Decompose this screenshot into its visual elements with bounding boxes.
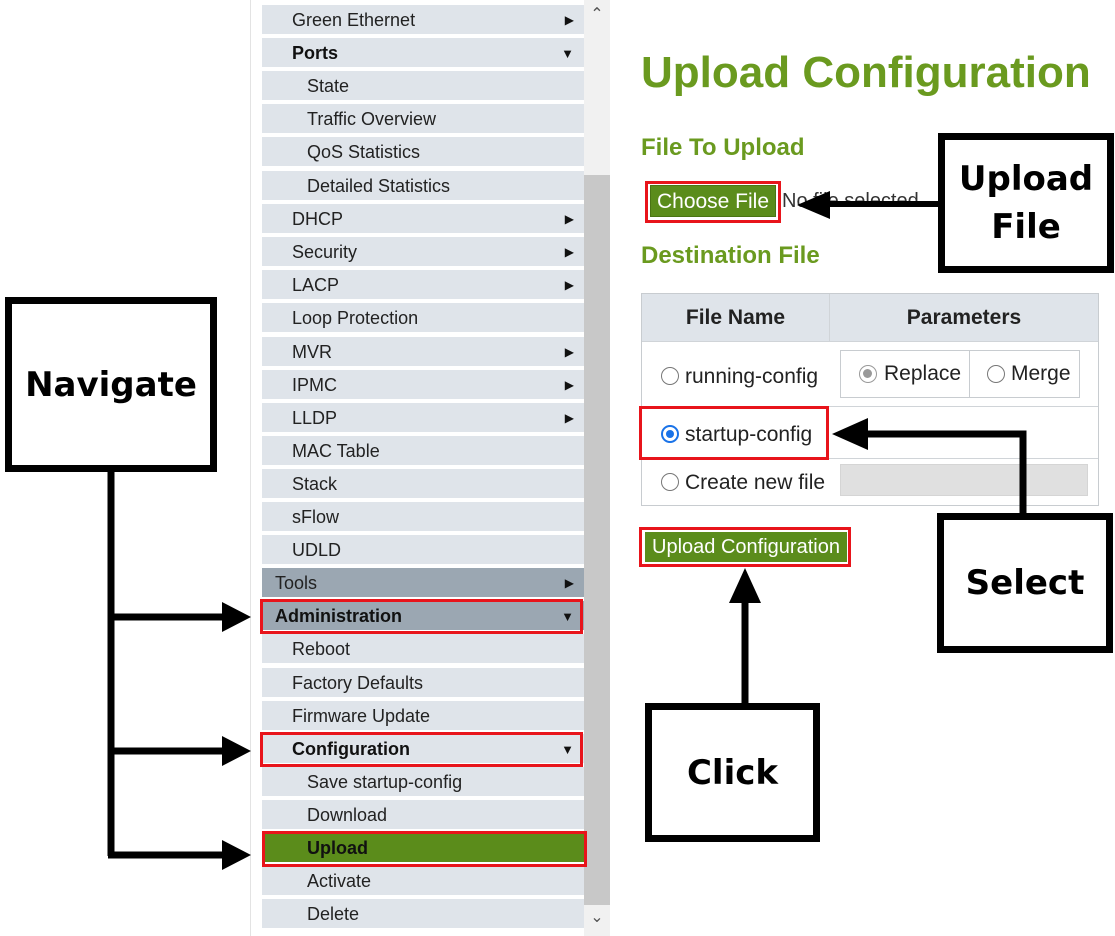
scrollbar-thumb[interactable] [584, 175, 610, 905]
chevron-right-icon: ▶ [564, 278, 574, 292]
menu-item-delete[interactable]: Delete [262, 899, 584, 930]
new-file-name-input[interactable] [840, 464, 1088, 496]
callout-navigate: Navigate [5, 297, 217, 472]
navigate-arrow-admin [222, 602, 251, 632]
menu-item-download[interactable]: Download [262, 800, 584, 831]
column-header-parameters: Parameters [830, 294, 1098, 341]
chevron-right-icon: ▶ [564, 576, 574, 590]
callout-upload-file: Upload File [938, 133, 1114, 273]
chevron-right-icon: ▶ [564, 378, 574, 392]
running-config-label: running-config [685, 365, 819, 388]
menu-item-mvr[interactable]: MVR▶ [262, 337, 584, 368]
file-to-upload-heading: File To Upload [641, 134, 805, 161]
sidebar-scrollbar[interactable]: ⌃ ⌄ [584, 0, 610, 936]
select-arrowhead [832, 418, 868, 450]
navigate-arrow-config [222, 736, 251, 766]
menu-item-upload[interactable]: Upload [262, 833, 584, 864]
select-arrow-line [866, 430, 1027, 516]
menu-item-udld[interactable]: UDLD [262, 535, 584, 566]
column-divider [829, 294, 830, 341]
menu-item-ports[interactable]: Ports▼ [262, 38, 584, 69]
scroll-up-icon[interactable]: ⌃ [590, 6, 604, 23]
chevron-down-icon: ▼ [561, 46, 574, 61]
chevron-right-icon: ▶ [564, 245, 574, 259]
menu-item-stack[interactable]: Stack [262, 469, 584, 500]
chevron-down-icon: ▼ [561, 742, 574, 757]
chevron-right-icon: ▶ [564, 345, 574, 359]
replace-radio[interactable] [859, 365, 877, 383]
menu-item-firmware-update[interactable]: Firmware Update [262, 701, 584, 732]
callout-select: Select [937, 513, 1113, 653]
menu-item-green-ethernet[interactable]: Green Ethernet▶ [262, 5, 584, 36]
click-arrowhead [729, 568, 761, 603]
merge-label: Merge [1011, 362, 1071, 385]
menu-item-ipmc[interactable]: IPMC▶ [262, 370, 584, 401]
menu-item-factory-defaults[interactable]: Factory Defaults [262, 668, 584, 699]
chevron-down-icon: ▼ [561, 609, 574, 624]
menu-item-dhcp[interactable]: DHCP▶ [262, 204, 584, 235]
startup-config-label: startup-config [685, 423, 813, 446]
startup-config-radio[interactable] [661, 425, 679, 443]
page-title: Upload Configuration [641, 48, 1091, 97]
running-config-radio[interactable] [661, 367, 679, 385]
menu-item-loop-protection[interactable]: Loop Protection [262, 303, 584, 334]
menu-item-mac-table[interactable]: MAC Table [262, 436, 584, 467]
upload-configuration-button[interactable]: Upload Configuration [645, 532, 847, 562]
destination-file-heading: Destination File [641, 242, 820, 269]
chevron-right-icon: ▶ [564, 212, 574, 226]
parameter-divider [969, 351, 970, 397]
menu-item-activate[interactable]: Activate [262, 866, 584, 897]
column-header-file-name: File Name [642, 294, 829, 341]
menu-item-sflow[interactable]: sFlow [262, 502, 584, 533]
navigate-arrow-upload [222, 840, 251, 870]
menu-item-traffic-overview[interactable]: Traffic Overview [262, 104, 584, 135]
upload-file-arrowhead [797, 191, 830, 219]
menu-item-reboot[interactable]: Reboot [262, 634, 584, 665]
destination-file-table: File Name Parameters running-config Repl… [641, 293, 1099, 506]
content-border [250, 0, 251, 936]
row-divider [642, 406, 1098, 407]
scroll-down-icon[interactable]: ⌄ [590, 909, 604, 926]
menu-item-security[interactable]: Security▶ [262, 237, 584, 268]
menu-item-lldp[interactable]: LLDP▶ [262, 403, 584, 434]
row-divider [642, 341, 1098, 342]
navigate-bracket-line [107, 468, 226, 859]
replace-label: Replace [884, 362, 962, 385]
menu-item-save-startup-config[interactable]: Save startup-config [262, 767, 584, 798]
callout-click: Click [645, 703, 820, 842]
row-divider [642, 458, 1098, 459]
create-new-file-label: Create new file [685, 471, 826, 494]
chevron-right-icon: ▶ [564, 411, 574, 425]
menu-item-lacp[interactable]: LACP▶ [262, 270, 584, 301]
choose-file-button[interactable]: Choose File [650, 185, 776, 217]
merge-radio[interactable] [987, 365, 1005, 383]
create-new-file-radio[interactable] [661, 473, 679, 491]
parameters-group: Replace Merge [840, 350, 1080, 398]
menu-item-detailed-statistics[interactable]: Detailed Statistics [262, 171, 584, 202]
menu-item-tools[interactable]: Tools▶ [262, 568, 584, 599]
menu-item-qos-statistics[interactable]: QoS Statistics [262, 137, 584, 168]
menu-item-state[interactable]: State [262, 71, 584, 102]
chevron-right-icon: ▶ [564, 13, 574, 27]
